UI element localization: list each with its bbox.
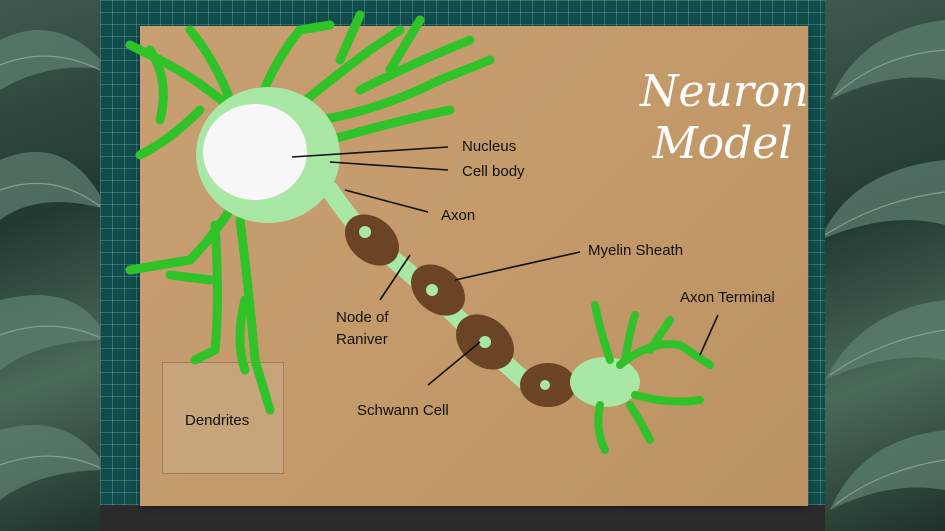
label-axon: Axon [441,207,476,224]
label-axon-terminal: Axon Terminal [680,289,775,306]
axon-terminal-branches [591,301,714,454]
title-text: Neuron Model [640,66,809,170]
left-leaves-icon [0,30,110,500]
title-line-2: Model [652,118,793,169]
label-dendrites: Dendrites [185,412,250,429]
axon-terminal-clay [570,357,640,407]
nucleus-cotton [203,104,307,200]
dendrites-branches [125,10,495,415]
label-node-of-ranvier: Node of Raniver [336,309,389,349]
label-node-line-1: Node of [336,309,389,326]
label-node-line-2: Raniver [336,331,388,348]
label-schwann-cell: Schwann Cell [357,402,449,419]
right-leaves-icon [820,20,945,510]
title-line-1: Neuron [640,66,809,117]
label-cell-body: Cell body [462,163,525,180]
label-leader-lines [291,146,719,386]
left-leaf-background [0,0,110,531]
schwann-cell-nuclei [359,226,550,390]
label-nucleus: Nucleus [462,138,517,155]
label-myelin-sheath: Myelin Sheath [588,242,684,259]
table-edge [100,505,825,531]
right-leaf-background [820,0,945,531]
myelin-segments [345,214,576,407]
